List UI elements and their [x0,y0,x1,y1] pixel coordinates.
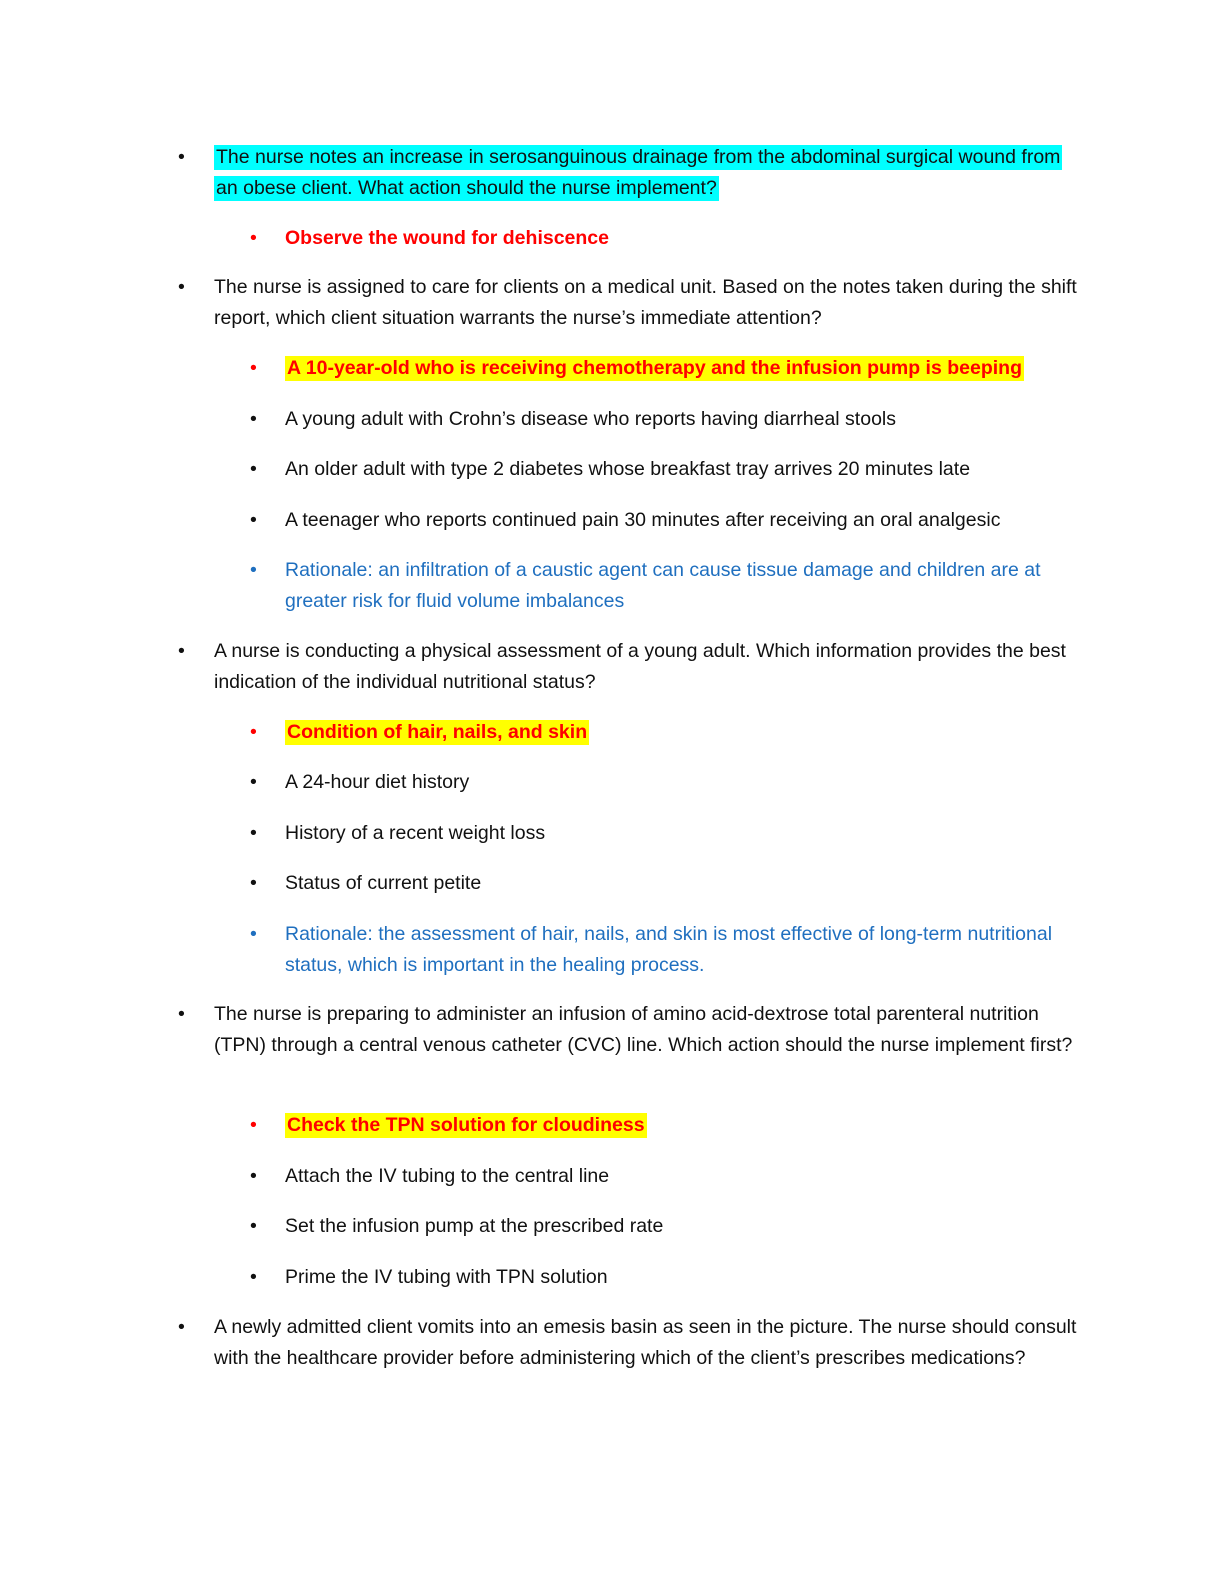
question-5: • A newly admitted client vomits into an… [178,1312,1078,1374]
bullet: • [250,872,257,894]
bullet: • [250,408,257,430]
question-3: • A nurse is conducting a physical asses… [178,636,1078,698]
bullet: • [250,1114,257,1136]
question-3-option: • History of a recent weight loss [250,818,1070,849]
bullet: • [178,640,185,662]
question-4-answer-highlight: Check the TPN solution for cloudiness [285,1113,647,1138]
question-4: • The nurse is preparing to administer a… [178,999,1078,1061]
question-1-answer-text: Observe the wound for dehiscence [285,227,609,249]
question-1-highlighted-text: The nurse notes an increase in serosangu… [214,145,1063,201]
question-3-option-text: A 24-hour diet history [285,771,470,793]
bullet: • [250,822,257,844]
question-3-rationale: • Rationale: the assessment of hair, nai… [250,919,1070,981]
question-2: • The nurse is assigned to care for clie… [178,272,1078,334]
question-3-text: A nurse is conducting a physical assessm… [214,640,1066,693]
question-3-option-text: Status of current petite [285,872,482,894]
question-3-answer: • Condition of hair, nails, and skin [250,717,1070,748]
bullet: • [250,509,257,531]
question-3-option: • A 24-hour diet history [250,767,1070,798]
bullet: • [178,1316,185,1338]
question-3-answer-text: Condition of hair, nails, and skin [285,717,1070,748]
question-2-option: • A teenager who reports continued pain … [250,505,1070,536]
bullet: • [178,146,185,168]
question-2-option: • An older adult with type 2 diabetes wh… [250,454,1070,485]
question-2-option-text: A teenager who reports continued pain 30… [285,509,1001,531]
bullet: • [250,227,257,249]
question-4-option: • Attach the IV tubing to the central li… [250,1161,1070,1192]
question-4-option-text: Set the infusion pump at the prescribed … [285,1215,664,1237]
question-2-answer: • A 10-year-old who is receiving chemoth… [250,353,1070,384]
question-1-answer: • Observe the wound for dehiscence [250,223,1070,254]
bullet: • [250,1165,257,1187]
bullet: • [250,357,257,379]
question-4-text: The nurse is preparing to administer an … [214,1003,1073,1056]
question-4-answer: • Check the TPN solution for cloudiness [250,1110,1070,1141]
question-2-answer-text: A 10-year-old who is receiving chemother… [285,353,1070,384]
question-3-option-text: History of a recent weight loss [285,822,546,844]
bullet: • [178,1003,185,1025]
question-2-option: • A young adult with Crohn’s disease who… [250,404,1070,435]
question-2-rationale-text: Rationale: an infiltration of a caustic … [285,559,1041,612]
question-2-option-text: An older adult with type 2 diabetes whos… [285,458,971,480]
question-4-option-text: Prime the IV tubing with TPN solution [285,1266,608,1288]
bullet: • [250,771,257,793]
bullet: • [250,923,257,945]
question-2-option-text: A young adult with Crohn’s disease who r… [285,408,896,430]
question-2-rationale: • Rationale: an infiltration of a causti… [250,555,1070,617]
question-4-option: • Set the infusion pump at the prescribe… [250,1211,1070,1242]
question-4-option-text: Attach the IV tubing to the central line [285,1165,610,1187]
question-3-option: • Status of current petite [250,868,1070,899]
bullet: • [250,721,257,743]
bullet: • [250,1266,257,1288]
question-3-rationale-text: Rationale: the assessment of hair, nails… [285,923,1053,976]
question-4-option: • Prime the IV tubing with TPN solution [250,1262,1070,1293]
question-2-text: The nurse is assigned to care for client… [214,276,1077,329]
bullet: • [250,1215,257,1237]
question-4-answer-text: Check the TPN solution for cloudiness [285,1110,1070,1141]
question-1-text: The nurse notes an increase in serosangu… [214,142,1078,204]
question-5-text: A newly admitted client vomits into an e… [214,1316,1077,1369]
bullet: • [250,559,257,581]
bullet: • [250,458,257,480]
question-1: • The nurse notes an increase in serosan… [178,142,1078,204]
bullet: • [178,276,185,298]
question-3-answer-highlight: Condition of hair, nails, and skin [285,720,590,745]
question-2-answer-highlight: A 10-year-old who is receiving chemother… [285,356,1024,381]
